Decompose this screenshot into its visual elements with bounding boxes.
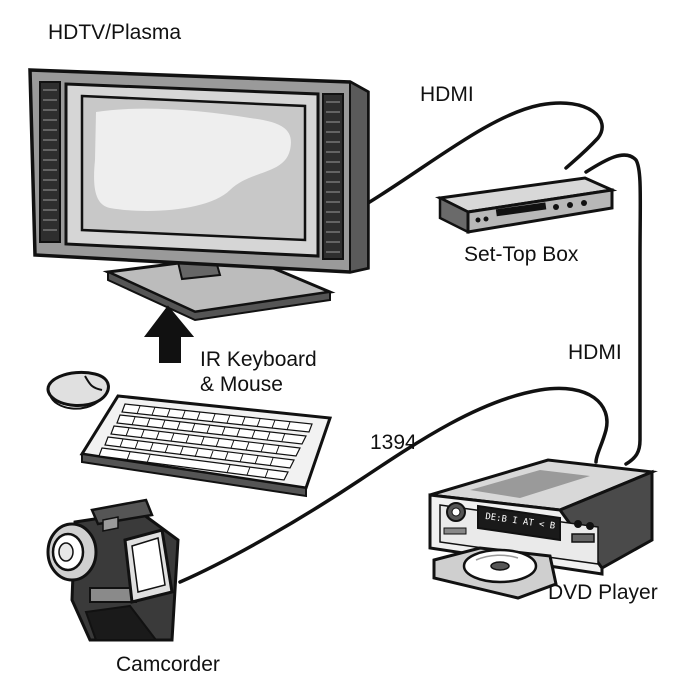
keyboard — [79, 394, 333, 498]
hdmi-cable-set-top-box-to-dvd — [584, 153, 643, 466]
set-top-box-label: Set-Top Box — [464, 243, 579, 266]
camcorder-label: Camcorder — [116, 653, 220, 676]
firewire-cable-camcorder-to-dvd — [178, 386, 609, 584]
tv-right-speaker — [322, 93, 344, 260]
ir-signal-arrow — [143, 305, 195, 363]
hdtv-plasma — [28, 68, 370, 322]
dvd-display-panel — [477, 504, 561, 542]
dvd-player-label: DVD Player — [548, 581, 658, 604]
hdmi-top-label: HDMI — [420, 83, 474, 106]
cables — [178, 101, 643, 584]
hdmi-cable-tv-to-set-top-box — [366, 101, 604, 205]
hdmi-right-label: HDMI — [568, 341, 622, 364]
ir-keyboard-label-line2: & Mouse — [200, 373, 283, 397]
dvd-player — [428, 458, 658, 600]
set-top-box — [434, 176, 618, 235]
mouse — [46, 371, 110, 410]
ir-keyboard-mouse-label: IR Keyboard & Mouse — [200, 347, 317, 397]
camcorder — [46, 498, 180, 642]
tv-left-speaker — [39, 81, 61, 243]
firewire-1394-label: 1394 — [370, 431, 417, 454]
hdtv-plasma-label: HDTV/Plasma — [48, 21, 182, 44]
ir-keyboard-label-line1: IR Keyboard — [200, 348, 317, 371]
